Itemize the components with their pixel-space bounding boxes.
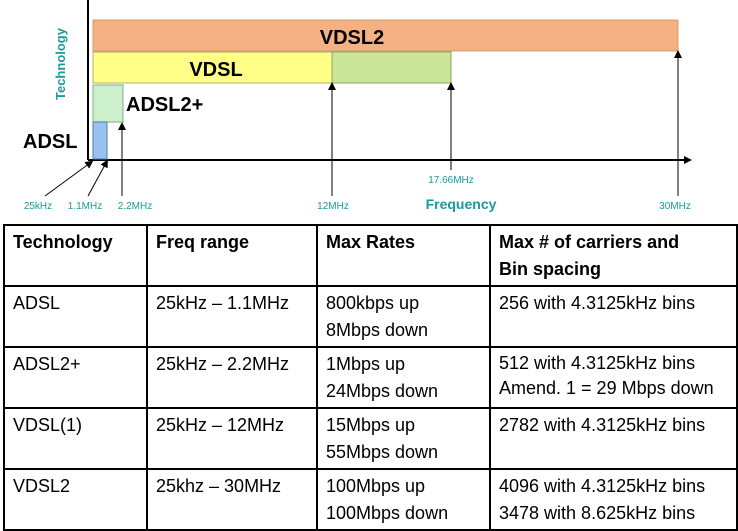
cell-technology: ADSL2+ — [3, 346, 148, 409]
cell-carriers: 256 with 4.3125kHz bins — [489, 285, 738, 348]
carriers-line: 2782 with 4.3125kHz bins — [499, 415, 706, 435]
cell-carriers: 2782 with 4.3125kHz bins — [489, 407, 738, 470]
band-vdsl2 — [92, 19, 679, 52]
table-row: VDSL2 25khz – 30MHz 100Mbps up 100Mbps d… — [3, 468, 738, 531]
tick-label-1-1mhz: 1.1MHz — [68, 201, 102, 212]
arrow-1-1mhz — [87, 159, 108, 197]
rate-up: 800kbps up — [326, 293, 420, 313]
band-adsl2plus-label: ADSL2+ — [126, 94, 203, 116]
cell-freq: 25kHz – 2.2MHz — [146, 346, 318, 409]
cell-rates: 100Mbps up 100Mbps down — [316, 468, 491, 531]
carriers-line: 256 with 4.3125kHz bins — [499, 293, 696, 313]
tick-label-12mhz: 12MHz — [317, 201, 349, 212]
header-freq-range: Freq range — [146, 224, 318, 287]
band-vdsl2-label: VDSL2 — [320, 27, 384, 49]
cell-carriers: 512 with 4.3125kHz bins Amend. 1 = 29 Mb… — [489, 346, 738, 409]
carriers-line: 3478 with 8.625kHz bins — [499, 503, 696, 523]
rate-up: 100Mbps up — [326, 476, 426, 496]
arrow-25khz — [44, 160, 94, 197]
header-max-rates: Max Rates — [316, 224, 491, 287]
tick-label-2-2mhz: 2.2MHz — [118, 201, 152, 212]
y-axis-label: Technology — [53, 27, 68, 100]
rate-down: 8Mbps down — [326, 320, 429, 340]
header-carriers: Max # of carriers and Bin spacing — [489, 224, 738, 287]
band-vdsl-label: VDSL — [189, 59, 242, 81]
frequency-diagram: Technology VDSL2 VDSL ADSL2+ ADSL 25kHz … — [23, 0, 692, 212]
header-carriers-line2: Bin spacing — [499, 259, 602, 279]
tick-label-17-66mhz: 17.66MHz — [428, 175, 474, 186]
band-adsl2plus — [92, 84, 124, 123]
carriers-line: Amend. 1 = 29 Mbps down — [499, 378, 714, 398]
header-technology: Technology — [3, 224, 148, 287]
band-vdsl — [92, 51, 333, 84]
x-axis-label: Frequency — [426, 196, 497, 212]
carriers-line: 512 with 4.3125kHz bins — [499, 353, 696, 373]
cell-freq: 25kHz – 12MHz — [146, 407, 318, 470]
tick-label-25khz: 25kHz — [24, 201, 52, 212]
cell-rates: 800kbps up 8Mbps down — [316, 285, 491, 348]
rate-up: 15Mbps up — [326, 415, 416, 435]
cell-carriers: 4096 with 4.3125kHz bins 3478 with 8.625… — [489, 468, 738, 531]
tick-label-30mhz: 30MHz — [659, 201, 691, 212]
table-row: ADSL2+ 25kHz – 2.2MHz 1Mbps up 24Mbps do… — [3, 346, 738, 409]
table-row: VDSL(1) 25kHz – 12MHz 15Mbps up 55Mbps d… — [3, 407, 738, 470]
cell-technology: VDSL(1) — [3, 407, 148, 470]
table-header-row: Technology Freq range Max Rates Max # of… — [3, 224, 738, 287]
band-adsl — [92, 121, 108, 160]
cell-freq: 25kHz – 1.1MHz — [146, 285, 318, 348]
cell-rates: 15Mbps up 55Mbps down — [316, 407, 491, 470]
rate-up: 1Mbps up — [326, 354, 406, 374]
band-adsl-label: ADSL — [23, 131, 77, 153]
rate-down: 100Mbps down — [326, 503, 449, 523]
table-row: ADSL 25kHz – 1.1MHz 800kbps up 8Mbps dow… — [3, 285, 738, 348]
carriers-line: 4096 with 4.3125kHz bins — [499, 476, 706, 496]
dsl-comparison-table: Technology Freq range Max Rates Max # of… — [3, 224, 738, 531]
rate-down: 24Mbps down — [326, 381, 439, 401]
cell-freq: 25khz – 30MHz — [146, 468, 318, 531]
band-vdsl-extension — [331, 51, 452, 84]
header-carriers-line1: Max # of carriers and — [499, 232, 680, 252]
rate-down: 55Mbps down — [326, 442, 439, 462]
cell-rates: 1Mbps up 24Mbps down — [316, 346, 491, 409]
cell-technology: VDSL2 — [3, 468, 148, 531]
cell-technology: ADSL — [3, 285, 148, 348]
